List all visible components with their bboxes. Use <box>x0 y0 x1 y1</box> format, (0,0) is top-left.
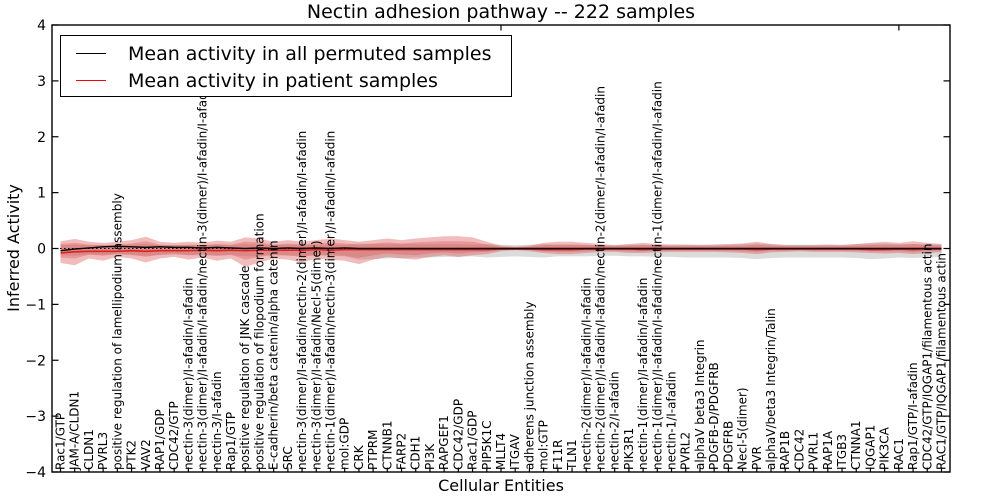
legend: Mean activity in all permuted samples Me… <box>60 35 512 97</box>
x-tick-label: PIK3R1 <box>622 428 636 470</box>
x-tick-label: RAC1/GTP/IQGAP1/filamentous actin <box>935 253 949 470</box>
x-tick-label: mol:GDP <box>338 418 352 470</box>
x-tick-label: FARP2 <box>395 433 409 470</box>
x-tick-label: PVRL1 <box>807 432 821 470</box>
x-tick-label: Rap1/GTP <box>224 412 238 470</box>
x-tick-label: CLDN1 <box>82 429 96 470</box>
x-tick-label: CDC42/GDP <box>451 399 465 470</box>
x-tick-label: nectin-3(dimer)/I-afadin/I-afadin/nectin… <box>196 81 210 470</box>
x-tick-label: adherens junction assembly <box>522 301 536 470</box>
x-tick-label: PIP5K1C <box>480 420 494 470</box>
x-tick-label: nectin-3(dimer)/I-afadin/Necl-5(dimer) <box>309 240 323 470</box>
legend-item-permuted: Mean activity in all permuted samples <box>61 40 511 67</box>
patient-band-outer <box>60 236 942 267</box>
x-tick-label: RAPGEF1 <box>437 415 451 470</box>
y-tick-label: 4 <box>37 18 46 34</box>
x-tick-label: RAP1A <box>821 430 835 470</box>
x-tick-label: nectin-3(dimer)/I-afadin/nectin-2(dimer)… <box>295 131 309 470</box>
x-tick-label: F11R <box>551 439 565 470</box>
x-tick-label: PDGFRB <box>721 421 735 470</box>
legend-label-patient: Mean activity in patient samples <box>128 69 438 92</box>
x-tick-label: nectin-3/I-afadin <box>210 371 224 470</box>
x-tick-label: nectin-1(dimer)/I-afadin/I-afadin/nectin… <box>650 81 664 470</box>
x-tick-label: positive regulation of filopodium format… <box>252 213 266 470</box>
plot-frame <box>51 24 951 473</box>
x-tick-label: CDC42 <box>792 429 806 470</box>
x-tick-label: E-cadherin/beta catenin/alpha catenin <box>267 240 281 470</box>
legend-label-permuted: Mean activity in all permuted samples <box>128 42 492 65</box>
y-tick-label: −2 <box>25 353 46 369</box>
x-tick-label: alphaV beta3 Integrin <box>693 339 707 470</box>
chart-title: Nectin adhesion pathway -- 222 samples <box>306 1 696 23</box>
x-tick-label: RAC1 <box>892 438 906 470</box>
x-tick-label: CTNNA1 <box>849 420 863 470</box>
x-tick-label: PI3K <box>423 443 437 470</box>
y-axis-label: Inferred Activity <box>4 184 23 312</box>
x-tick-label: Necl-5(dimer) <box>736 387 750 470</box>
x-tick-label: PTK2 <box>125 440 139 470</box>
y-tick-label: −3 <box>25 409 46 425</box>
x-tick-label: CTNNB1 <box>380 420 394 470</box>
y-tick-label: −4 <box>25 465 46 481</box>
y-tick-label: 1 <box>37 186 46 202</box>
x-tick-label: Rac1/GTP <box>54 413 68 470</box>
x-tick-label: MLLT4 <box>494 433 508 470</box>
x-tick-label: PVRL3 <box>96 432 110 470</box>
x-tick-label: JAM-A/CLDN1 <box>68 391 82 471</box>
x-tick-label: SRC <box>281 446 295 470</box>
x-tick-label: PVRL2 <box>679 432 693 470</box>
y-tick-label: 3 <box>37 74 46 90</box>
x-tick-label: CRK <box>352 444 366 470</box>
x-tick-label: PDGFB-D/PDGFRB <box>707 362 721 470</box>
x-tick-label: nectin-1(dimer)/I-afadin/I-afadin <box>636 278 650 470</box>
x-tick-label: nectin-2(dimer)/I-afadin/I-afadin <box>579 278 593 470</box>
patient-line-swatch <box>76 80 106 81</box>
patient-band-inner <box>60 241 942 260</box>
x-tick-label: nectin-3(dimer)/I-afadin/I-afadin <box>181 278 195 470</box>
y-tick-label: −1 <box>25 297 46 313</box>
x-tick-label: PTPRM <box>366 430 380 471</box>
legend-item-patient: Mean activity in patient samples <box>61 67 511 94</box>
x-tick-label: Rac1/GDP <box>466 411 480 470</box>
x-tick-label: positive regulation of JNK cascade <box>238 266 252 470</box>
x-axis-label: Cellular Entities <box>438 476 564 495</box>
x-tick-label: nectin-2/I-afadin <box>608 371 622 470</box>
x-tick-label: TLN1 <box>565 439 579 471</box>
x-tick-label: mol:GTP <box>537 420 551 470</box>
x-tick-label: IQGAP1 <box>863 425 877 470</box>
x-tick-label: RAP1B <box>778 431 792 470</box>
x-tick-label: CDH1 <box>409 436 423 470</box>
x-tick-label: nectin-2(dimer)/I-afadin/I-afadin/nectin… <box>593 86 607 470</box>
permuted-line-swatch <box>76 53 106 54</box>
x-tick-label: positive regulation of lamellipodium ass… <box>110 193 124 470</box>
x-tick-label: PIK3CA <box>878 426 892 470</box>
x-tick-label: CDC42/GTP <box>167 401 181 470</box>
x-tick-label: PVR <box>750 446 764 470</box>
x-tick-label: CDC42/GTP/IQGAP1/filamentous actin <box>920 244 934 470</box>
x-tick-label: ITGAV <box>508 433 522 470</box>
x-tick-label: RAP1/GDP <box>153 409 167 470</box>
x-tick-label: ITGB3 <box>835 434 849 470</box>
x-tick-label: nectin-1/I-afadin <box>665 371 679 470</box>
x-tick-label: Rap1/GTP/I-afadin <box>906 362 920 470</box>
y-tick-label: 2 <box>37 130 46 146</box>
x-tick-label: VAV2 <box>139 439 153 470</box>
x-tick-label: alphaV/beta3 Integrin/Talin <box>764 308 778 470</box>
x-tick-label: nectin-1(dimer)/I-afadin/nectin-3(dimer)… <box>323 131 337 470</box>
y-tick-label: 0 <box>37 242 46 258</box>
